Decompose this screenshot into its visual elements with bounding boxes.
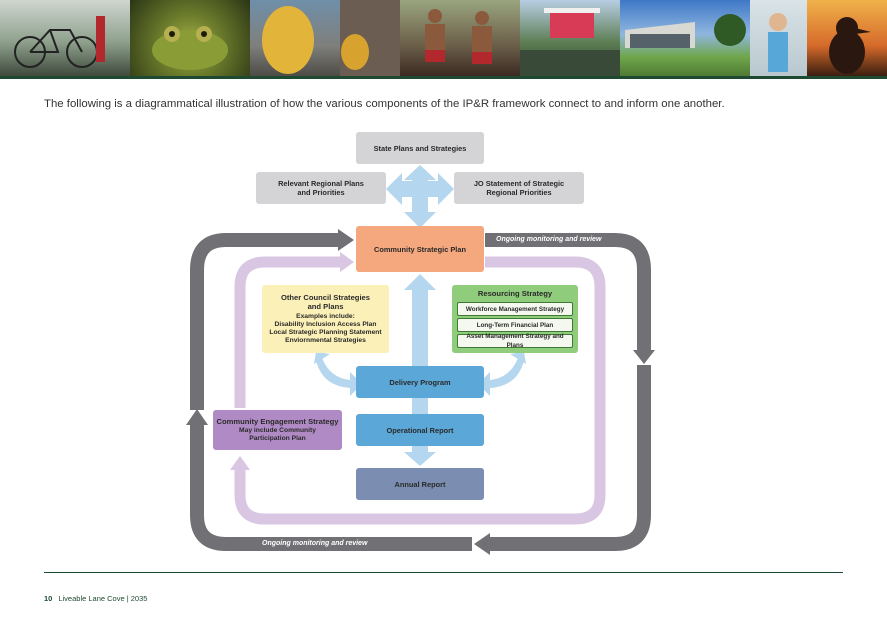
asset-management-strategy: Asset Management Strategy and Plans — [457, 333, 573, 349]
regional-plans-line2: and Priorities — [297, 188, 345, 197]
photo-banner — [0, 0, 887, 76]
other-council-title-line1: Other Council Strategies — [280, 293, 371, 302]
operational-report-label: Operational Report — [386, 425, 454, 435]
workforce-management-label: Workforce Management Strategy — [465, 305, 565, 313]
arrowhead-to-state — [404, 165, 436, 180]
stage-icon — [520, 8, 620, 76]
monitoring-label-top: Ongoing monitoring and review — [496, 236, 602, 243]
resourcing-strategy-box: Resourcing Strategy Workforce Management… — [452, 285, 578, 353]
grey-arrowhead-up — [186, 409, 208, 425]
frog-icon — [152, 26, 228, 70]
regional-plans-box: Relevant Regional Plans and Priorities — [256, 172, 386, 204]
resourcing-strategy-title: Resourcing Strategy — [477, 289, 553, 298]
lilac-loop-arrowheads — [230, 252, 354, 470]
sculpture-icon — [262, 0, 400, 76]
arrowhead-to-regional — [386, 173, 402, 205]
grey-arrowhead-right — [338, 229, 354, 251]
long-term-financial-plan: Long-Term Financial Plan — [457, 318, 573, 332]
child-icon — [768, 13, 788, 72]
state-plans-label: State Plans and Strategies — [373, 143, 467, 153]
banner-photo-frog — [130, 0, 250, 76]
banner-photo-kookaburra — [807, 0, 887, 76]
operational-report-box: Operational Report — [356, 414, 484, 446]
lilac-arrowhead-right — [340, 252, 354, 272]
arrow-resourcing-to-delivery — [478, 358, 524, 396]
grey-loop-arrowheads — [186, 229, 655, 555]
annual-report-label: Annual Report — [394, 479, 446, 489]
banner-photo-bicycle — [0, 0, 130, 76]
workforce-management-strategy: Workforce Management Strategy — [457, 302, 573, 316]
grey-monitoring-loop — [190, 233, 651, 551]
state-plans-box: State Plans and Strategies — [356, 132, 484, 164]
annual-report-box: Annual Report — [356, 468, 484, 500]
jo-statement-line2: Regional Priorities — [486, 188, 552, 197]
jo-statement-line1: JO Statement of Strategic — [473, 179, 565, 188]
page-footer: 10 Liveable Lane Cove | 2035 — [44, 594, 147, 603]
community-engagement-box: Community Engagement Strategy May includ… — [213, 410, 342, 450]
other-council-examples-heading: Examples include: — [296, 313, 355, 320]
bird-icon — [829, 17, 871, 74]
lilac-engagement-loop — [234, 256, 606, 525]
page-number: 10 — [44, 594, 53, 603]
banner-photo-concert — [520, 0, 620, 76]
banner-divider — [0, 76, 887, 79]
arrowhead-to-csp — [404, 212, 436, 228]
other-council-item: Enviornmental Strategies — [285, 337, 366, 344]
arrowhead-delivery-to-csp — [404, 274, 436, 290]
intro-text: The following is a diagrammatical illust… — [44, 98, 725, 110]
grey-arrowhead-left — [474, 533, 490, 555]
arrow-other-to-delivery — [316, 358, 362, 396]
banner-photo-sculpture — [250, 0, 400, 76]
community-engagement-sub2: Participation Plan — [249, 435, 306, 442]
other-council-item: Disability Inclusion Access Plan — [274, 321, 377, 328]
delivery-program-label: Delivery Program — [389, 377, 451, 387]
community-strategic-plan-label: Community Strategic Plan — [374, 244, 466, 254]
other-council-title-line2: and Plans — [307, 302, 344, 311]
footer-divider — [44, 572, 843, 573]
monitoring-label-bottom: Ongoing monitoring and review — [262, 540, 368, 547]
banner-photo-child — [750, 0, 807, 76]
delivery-program-box: Delivery Program — [356, 366, 484, 398]
bicycle-icon — [14, 16, 105, 68]
other-council-item: Local Strategic Planning Statement — [269, 329, 382, 336]
connector-arrows — [314, 165, 526, 466]
other-council-strategies-box: Other Council Strategies and Plans Examp… — [262, 285, 389, 353]
document-title: Liveable Lane Cove | 2035 — [58, 594, 148, 603]
building-icon — [625, 14, 746, 48]
grey-arrowhead-down — [633, 350, 655, 364]
people-icon — [425, 9, 492, 64]
arrowhead-to-annual — [404, 452, 436, 466]
community-strategic-plan-box: Community Strategic Plan — [356, 226, 484, 272]
arrowhead-to-jo — [438, 173, 454, 205]
asset-management-label: Asset Management Strategy and Plans — [466, 333, 564, 349]
banner-photo-park — [620, 0, 750, 76]
regional-plans-line1: Relevant Regional Plans — [278, 179, 364, 188]
banner-photo-dancers — [400, 0, 520, 76]
long-term-financial-label: Long-Term Financial Plan — [476, 321, 554, 329]
jo-statement-box: JO Statement of Strategic Regional Prior… — [454, 172, 584, 204]
community-engagement-title: Community Engagement Strategy — [216, 417, 339, 426]
community-engagement-sub1: May include Community — [239, 427, 316, 434]
lilac-arrowhead-up — [230, 456, 250, 470]
